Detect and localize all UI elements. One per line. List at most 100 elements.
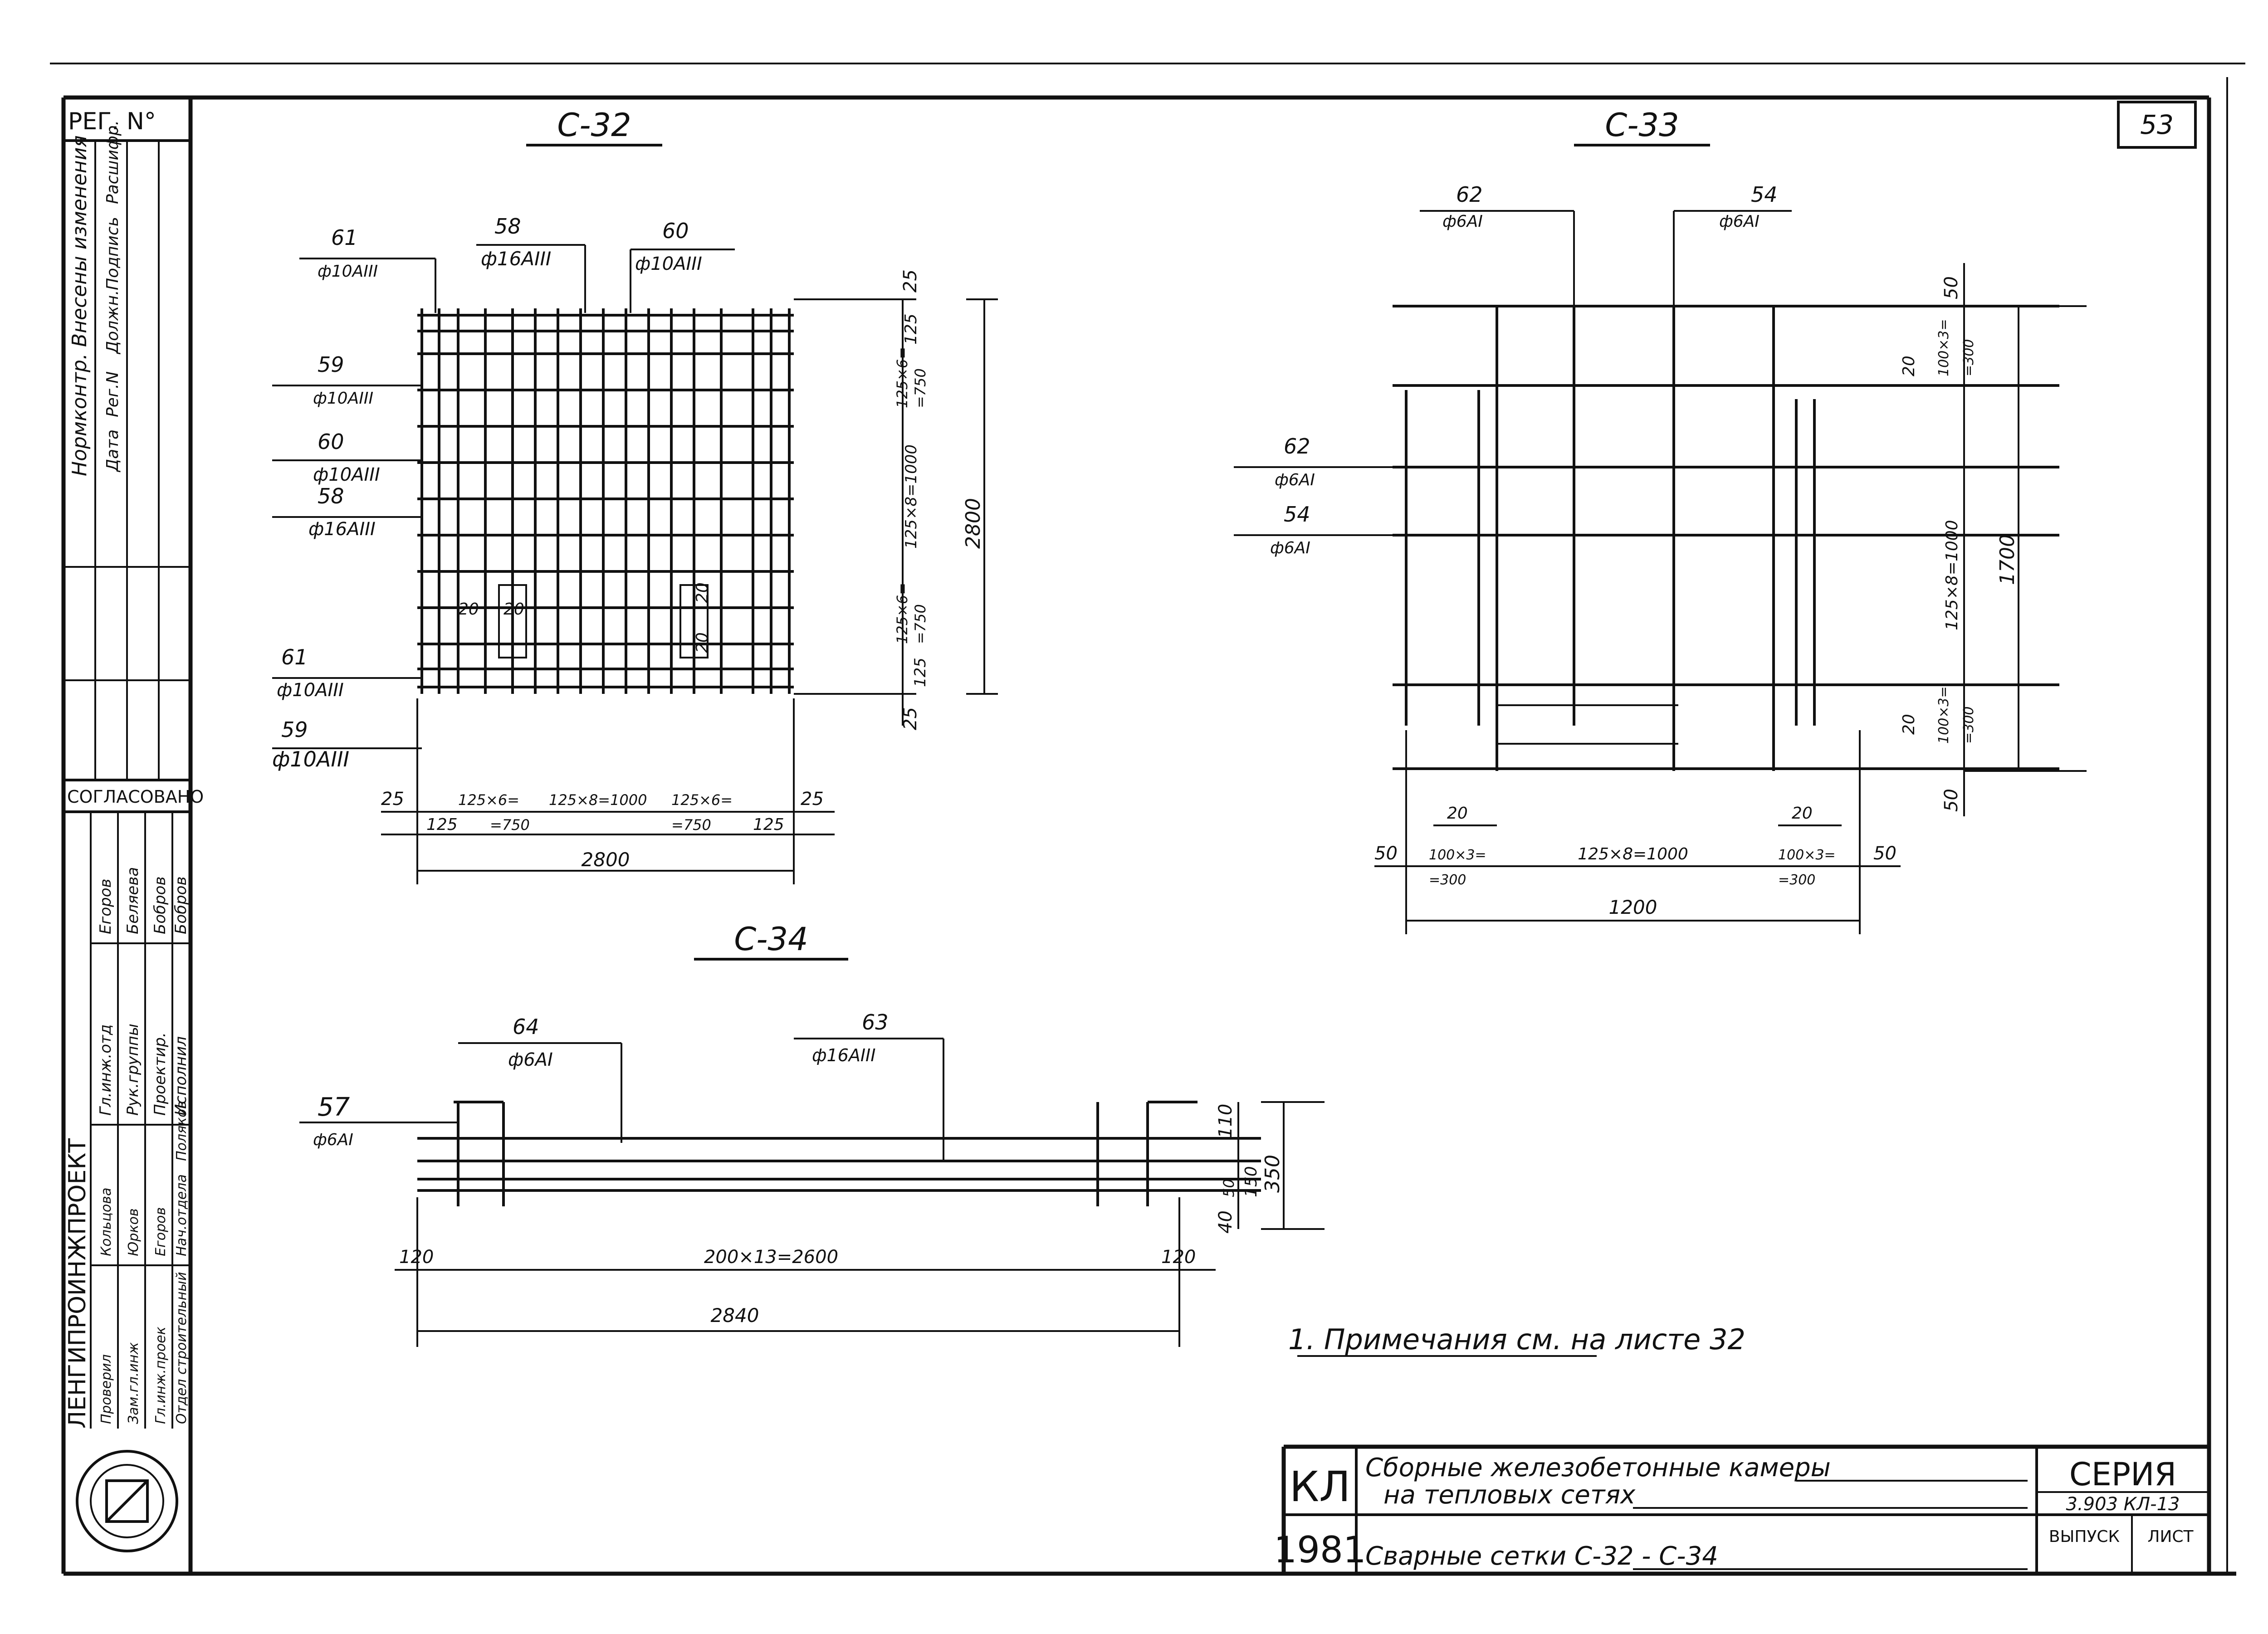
drawing-c32: С-32	[272, 107, 998, 884]
c32-label-61-bottom-rebar: ф10АIII	[277, 680, 344, 701]
staff-role-4: Исполнил	[172, 1036, 190, 1116]
general-note: 1. Примечания см. на листе 32	[1288, 1323, 1745, 1356]
c33-dim-bottom-1: 50	[1374, 843, 1398, 864]
c33-label-54-top-pos: 54	[1751, 182, 1778, 207]
c33-dim-right-total: 1700	[1996, 534, 2019, 585]
c32-dim-bottom-2: 125	[426, 815, 458, 834]
c32-label-60-top-pos: 60	[662, 219, 689, 243]
c32-inner-dim-2: 20	[503, 600, 524, 619]
c33-label-54-top-rebar: ф6АI	[1719, 212, 1760, 231]
c33-dim-right-1: 50	[1941, 276, 1962, 299]
staff-name-4: Бобров	[172, 876, 190, 934]
c33-dim-bottom-7: 50	[1873, 843, 1897, 864]
c32-dim-right-8: 125	[911, 658, 929, 687]
c32-label-58-top-rebar: ф16АIII	[481, 248, 551, 270]
c32-dim-bottom-8: 125	[753, 815, 784, 834]
sheet-label: ЛИСТ	[2147, 1527, 2194, 1546]
title-code: КЛ	[1290, 1463, 1351, 1511]
c32-dim-right-4: =750	[912, 368, 929, 408]
c32-label-59-pos: 59	[318, 352, 344, 377]
series-value: 3.903 КЛ-13	[2066, 1494, 2180, 1515]
c32-dim-right-1: 25	[900, 269, 921, 293]
c33-dim-bottom-5: 100×3=	[1778, 847, 1836, 863]
c32-dim-right-2: 125	[902, 313, 920, 345]
c33-dim-bottom-3: =300	[1429, 872, 1466, 888]
c34-dim-bottom-2: 200×13=2600	[704, 1247, 838, 1268]
staff-name-6: Юрков	[126, 1208, 142, 1256]
c34-title: С-34	[734, 921, 808, 958]
c32-label-59-rebar: ф10АIII	[313, 389, 373, 408]
c34-dim-right-4: 50	[1220, 1179, 1237, 1197]
c33-label-54-left-rebar: ф6АI	[1270, 539, 1310, 557]
c33-dim-bottom-gap-1: 20	[1447, 804, 1468, 823]
title-block: КЛ 1981 Сборные железобетонные камеры на…	[1274, 1444, 2209, 1574]
c33-dim-bottom-6: =300	[1778, 872, 1815, 888]
c32-dim-bottom-total: 2800	[582, 849, 630, 871]
c32-label-61-top-rebar: ф10АIII	[318, 262, 378, 281]
c32-dim-right-5: 125×8=1000	[902, 444, 920, 549]
c34-dim-right-1: 110	[1215, 1104, 1236, 1138]
c32-label-61-top-pos: 61	[331, 225, 358, 250]
c32-dim-bottom-9: 25	[801, 789, 824, 810]
c33-label-62-top-rebar: ф6АI	[1442, 212, 1483, 231]
c34-dim-bottom-total: 2840	[711, 1304, 759, 1327]
c33-dim-right-2: 100×3=	[1936, 319, 1952, 376]
drawing-c33: С-33 62 ф6АI 54 ф6АI 62 ф6АI 54 ф6А	[1234, 107, 2087, 934]
c32-dim-right-7: =750	[912, 604, 929, 644]
staff-name-1: Егоров	[97, 878, 115, 934]
c32-inner-dim-3: 20	[693, 582, 712, 603]
c32-dim-bottom-6: 125×6=	[671, 791, 733, 809]
staff-role-9: Нач.отдела	[174, 1174, 190, 1256]
c34-label-63-pos: 63	[862, 1010, 889, 1034]
title-line-3: Сварные сетки С-32 - С-34	[1365, 1541, 1718, 1571]
c34-dim-right-3: 350	[1261, 1155, 1284, 1193]
c34-label-64-rebar: ф6АI	[508, 1049, 553, 1070]
revision-header: Нормконтр. Внесены изменения	[68, 135, 91, 476]
c32-label-59-bottom-pos: 59	[281, 717, 308, 742]
c32-dim-bottom-1: 25	[381, 789, 404, 810]
c32-label-58-top-pos: 58	[494, 214, 521, 239]
sheet-number: 53	[2140, 109, 2174, 140]
c32-label-60-top-rebar: ф10АIII	[635, 254, 702, 274]
revision-col-position: Должн.	[103, 290, 122, 355]
org-name: ЛЕНГИПРОИНЖПРОЕКТ	[64, 1138, 91, 1429]
c34-dim-bottom-1: 120	[399, 1247, 434, 1268]
c32-title: С-32	[557, 107, 631, 144]
staff-name-7: Егоров	[153, 1207, 169, 1256]
c32-dim-right-9: 25	[900, 707, 921, 730]
staff-role-1: Гл.инж.отд	[97, 1024, 115, 1116]
drawing-c34: С-34 64 ф6АI 63 ф16АIII 57 ф6АI 110 150	[299, 921, 1325, 1347]
staff-role-5: Проверил	[98, 1354, 114, 1424]
c32-label-58-left-rebar: ф16АIII	[308, 519, 376, 540]
left-stamp: РЕГ. N° Нормконтр. Внесены изменения Дат…	[64, 108, 204, 1552]
c34-label-63-rebar: ф16АIII	[812, 1045, 875, 1065]
c34-dim-right-5: 40	[1215, 1210, 1236, 1234]
reg-label: РЕГ. N°	[68, 108, 156, 135]
series-label: СЕРИЯ	[2069, 1456, 2176, 1493]
c34-label-57-pos: 57	[318, 1093, 350, 1122]
staff-name-5: Кольцова	[98, 1188, 114, 1256]
c33-dim-right-4: 125×8=1000	[1943, 520, 1961, 630]
title-line-2: на тепловых сетях	[1383, 1480, 1636, 1510]
revision-col-signature: Подпись	[103, 217, 122, 290]
c32-dim-bottom-4: =750	[490, 816, 530, 834]
staff-role-3: Проектир.	[151, 1032, 169, 1116]
c32-dim-right-6: 125×6=	[894, 583, 911, 644]
c33-title: С-33	[1605, 107, 1679, 144]
title-year: 1981	[1274, 1529, 1366, 1571]
c32-dim-bottom-7: =750	[671, 816, 711, 834]
c34-label-57-rebar: ф6АI	[313, 1131, 353, 1149]
c33-dim-bottom-2: 100×3=	[1429, 847, 1486, 863]
c32-label-61-bottom-pos: 61	[281, 645, 308, 669]
c32-dim-right-3: 125×6=	[894, 347, 911, 408]
c33-dim-right-7: 50	[1941, 789, 1962, 812]
sheet-frame	[50, 63, 2245, 1576]
org-logo	[76, 1450, 178, 1552]
c32-label-58-left-pos: 58	[318, 484, 344, 508]
c33-dim-bottom-4: 125×8=1000	[1578, 845, 1688, 863]
c33-dim-right-gap-2: 20	[1900, 714, 1918, 735]
staff-role-6: Зам.гл.инж	[126, 1342, 142, 1424]
c34-label-64-pos: 64	[513, 1015, 539, 1039]
staff-name-2: Беляева	[124, 867, 142, 934]
